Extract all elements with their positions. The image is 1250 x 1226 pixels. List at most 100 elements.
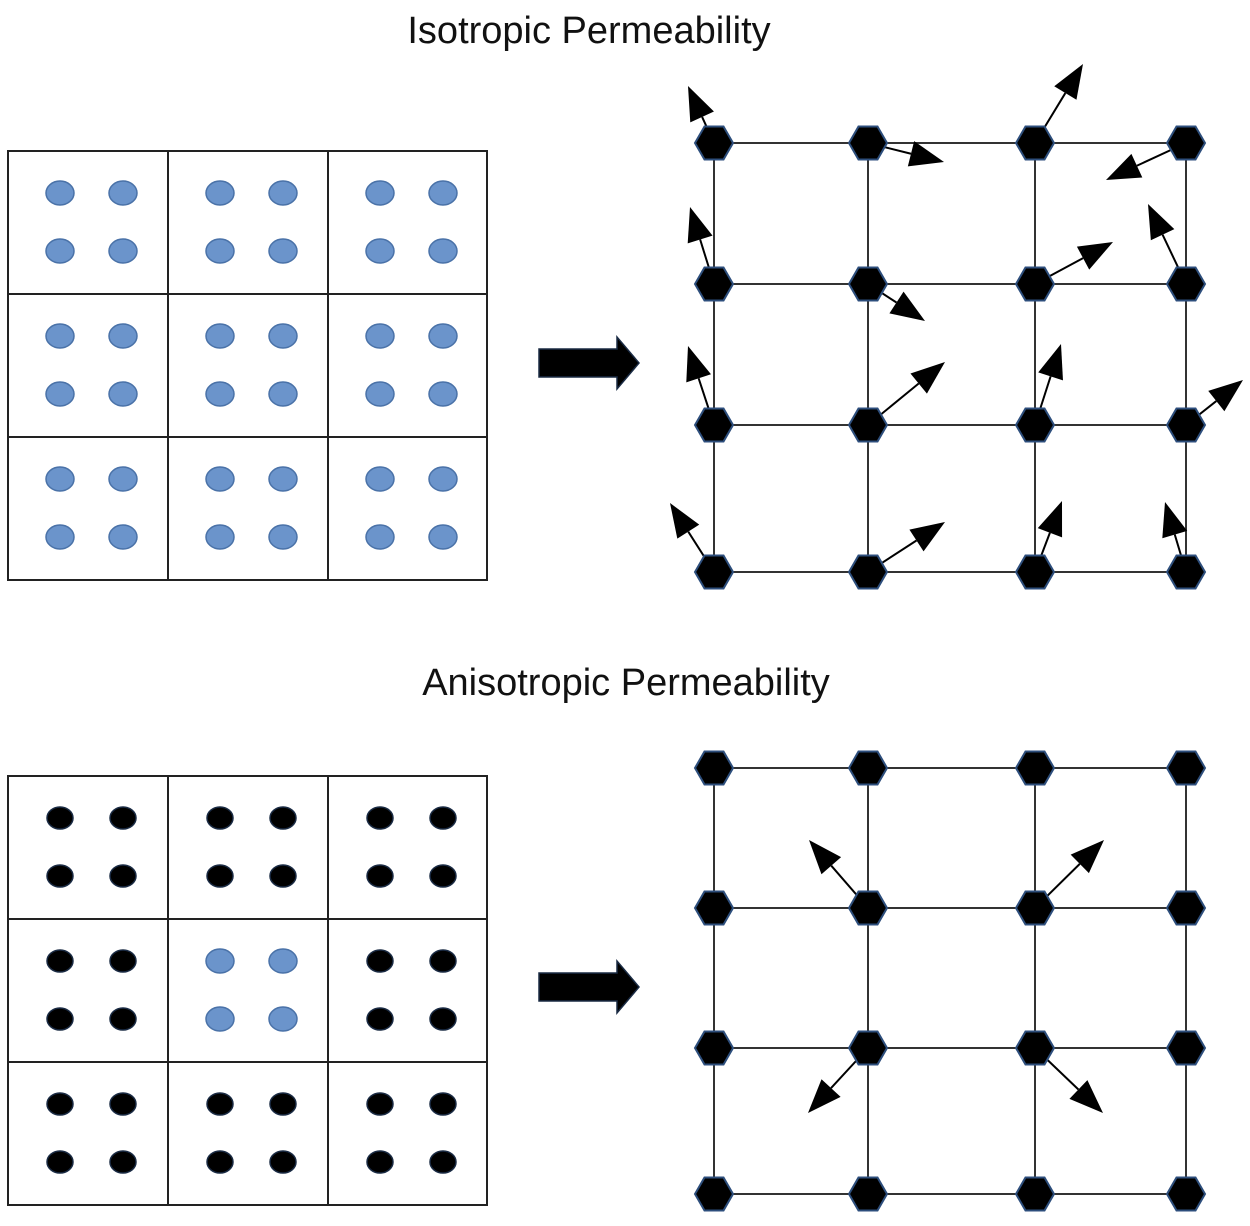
mesh-node-hexagon [847, 750, 889, 786]
mesh-node-hexagon [693, 125, 735, 161]
sample-point-black [429, 1007, 457, 1031]
sample-point-black [206, 806, 234, 830]
sample-point-blue [45, 381, 75, 407]
mesh-node-hexagon [693, 1176, 735, 1212]
sample-point-blue [268, 381, 298, 407]
flow-arrow-head [910, 362, 945, 394]
anisotropic-cell-grid [7, 775, 488, 1206]
mesh-node-hexagon [1014, 407, 1056, 443]
flow-arrow-head [909, 522, 945, 552]
sample-point-blue [205, 524, 235, 550]
cell-grid-border [7, 775, 488, 1206]
mesh-node-hexagon [1165, 125, 1207, 161]
flow-arrow-head [688, 86, 714, 123]
sample-point-blue [365, 180, 395, 206]
isotropic-node-mesh [670, 64, 1243, 590]
sample-point-blue [205, 180, 235, 206]
flow-arrow-head [809, 840, 842, 875]
sample-point-blue [268, 238, 298, 264]
sample-point-black [429, 949, 457, 973]
sample-point-black [269, 864, 297, 888]
mesh-node-hexagon [1165, 554, 1207, 590]
sample-point-blue [108, 238, 138, 264]
mesh-node-hexagon [1014, 266, 1056, 302]
mesh-node-hexagon [693, 890, 735, 926]
sample-point-blue [428, 381, 458, 407]
flow-arrow-head [1076, 242, 1113, 270]
mesh-node-hexagon [847, 890, 889, 926]
mesh-node-hexagon [1014, 125, 1056, 161]
mesh-node-hexagon [847, 407, 889, 443]
sample-point-blue [108, 180, 138, 206]
mesh-node-hexagon [847, 554, 889, 590]
sample-point-black [366, 864, 394, 888]
sample-point-blue [205, 948, 235, 974]
mesh-node-hexagon [1165, 1030, 1207, 1066]
sample-point-black [109, 864, 137, 888]
mesh-node-hexagon [847, 125, 889, 161]
sample-point-black [366, 1007, 394, 1031]
sample-point-black [429, 1150, 457, 1174]
sample-point-blue [45, 466, 75, 492]
mesh-node-hexagon [847, 1176, 889, 1212]
sample-point-black [206, 1092, 234, 1116]
sample-point-blue [365, 323, 395, 349]
sample-point-black [206, 1150, 234, 1174]
anisotropic-transform-arrow [538, 958, 640, 1016]
flow-arrow-head [1208, 380, 1243, 412]
mesh-node-hexagon [1014, 1176, 1056, 1212]
sample-point-black [366, 1092, 394, 1116]
sample-point-blue [205, 1006, 235, 1032]
flow-arrow-head [1069, 1080, 1103, 1113]
sample-point-black [109, 1092, 137, 1116]
flow-arrow-head [1070, 840, 1104, 874]
flow-arrow-head [1106, 153, 1143, 180]
flow-arrow-head [907, 141, 944, 167]
sample-point-blue [268, 1006, 298, 1032]
mesh-node-hexagon [1014, 890, 1056, 926]
sample-point-black [366, 949, 394, 973]
sample-point-black [109, 1007, 137, 1031]
sample-point-black [366, 806, 394, 830]
sample-point-black [269, 1092, 297, 1116]
sample-point-blue [428, 180, 458, 206]
mesh-node-hexagon [1014, 750, 1056, 786]
sample-point-blue [45, 323, 75, 349]
isotropic-title: Isotropic Permeability [407, 10, 771, 52]
mesh-node-hexagon [847, 1030, 889, 1066]
sample-point-black [109, 949, 137, 973]
sample-point-blue [45, 238, 75, 264]
mesh-node-hexagon [847, 266, 889, 302]
mesh-node-hexagon [1165, 266, 1207, 302]
sample-point-blue [108, 524, 138, 550]
mesh-node-hexagon [1165, 750, 1207, 786]
sample-point-black [269, 806, 297, 830]
sample-point-blue [428, 323, 458, 349]
flow-arrow-head [1054, 64, 1083, 100]
mesh-node-hexagon [1165, 890, 1207, 926]
sample-point-blue [205, 238, 235, 264]
cell-grid-border [7, 150, 488, 581]
flow-arrow-head [1038, 344, 1063, 381]
sample-point-blue [268, 524, 298, 550]
sample-point-blue [108, 466, 138, 492]
mesh-node-hexagon [1165, 407, 1207, 443]
sample-point-black [46, 949, 74, 973]
mesh-node-hexagon [693, 407, 735, 443]
sample-point-black [46, 864, 74, 888]
mesh-node-hexagon [1014, 1030, 1056, 1066]
sample-point-black [46, 806, 74, 830]
mesh-node-hexagon [693, 266, 735, 302]
sample-point-black [109, 806, 137, 830]
sample-point-blue [268, 323, 298, 349]
mesh-node-hexagon [1014, 554, 1056, 590]
sample-point-black [206, 864, 234, 888]
sample-point-black [366, 1150, 394, 1174]
flow-arrow-head [687, 207, 713, 244]
sample-point-blue [205, 323, 235, 349]
sample-point-blue [365, 238, 395, 264]
anisotropic-node-mesh [693, 750, 1207, 1212]
sample-point-black [46, 1150, 74, 1174]
flow-arrow-head [686, 346, 711, 383]
